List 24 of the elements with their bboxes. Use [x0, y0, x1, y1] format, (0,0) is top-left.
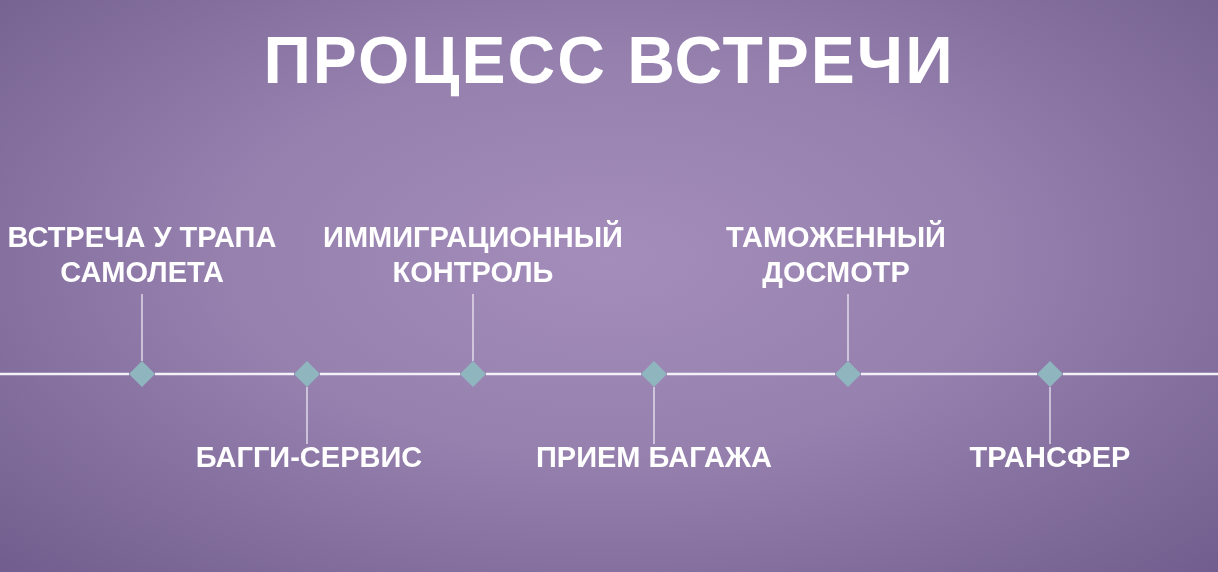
diamond-marker [294, 361, 320, 387]
step-label: ПРИЕМ БАГАЖА [494, 440, 814, 475]
diamond-marker [129, 361, 155, 387]
step-label: ВСТРЕЧА У ТРАПА САМОЛЕТА [0, 220, 302, 290]
leader-line [1049, 386, 1051, 445]
timeline-line [486, 372, 641, 376]
timeline-line [155, 372, 294, 376]
step-label: ТАМОЖЕННЫЙ ДОСМОТР [676, 220, 996, 290]
step-label: БАГГИ-СЕРВИС [149, 440, 469, 475]
timeline-line [667, 372, 835, 376]
diamond-marker [460, 361, 486, 387]
leader-line [306, 386, 308, 445]
leader-line [141, 293, 143, 362]
diamond-marker [641, 361, 667, 387]
diamond-marker [1037, 361, 1063, 387]
leader-line [653, 386, 655, 445]
leader-line [847, 293, 849, 362]
timeline-line [861, 372, 1037, 376]
step-label: ИММИГРАЦИОННЫЙ КОНТРОЛЬ [313, 220, 633, 290]
leader-line [472, 293, 474, 362]
step-label: ТРАНСФЕР [890, 440, 1210, 475]
title: ПРОЦЕСС ВСТРЕЧИ [262, 22, 956, 98]
diamond-marker [835, 361, 861, 387]
timeline-line [320, 372, 460, 376]
